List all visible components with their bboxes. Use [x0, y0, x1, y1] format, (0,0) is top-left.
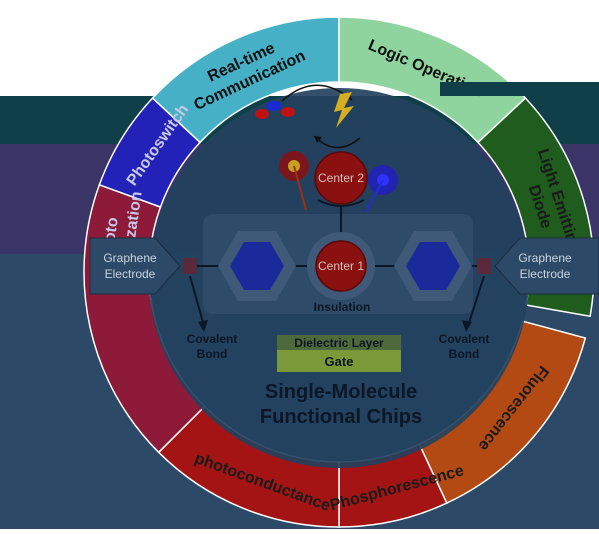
gate-label: Gate	[325, 354, 354, 369]
right-anchor	[477, 258, 491, 274]
title-line-1: Single-Molecule	[265, 381, 417, 403]
ring-segment-photoswitch	[98, 97, 202, 208]
right-electrode-line-1: Graphene	[518, 251, 572, 265]
center-2-underline	[317, 199, 365, 207]
lightning-icon	[334, 92, 354, 128]
left-hexagon	[230, 242, 284, 290]
left-anchor	[183, 258, 197, 274]
molecule-icon-blue	[266, 101, 282, 111]
dielectric-layer	[277, 335, 401, 350]
gate	[277, 350, 401, 372]
right-electrode	[494, 237, 599, 295]
right-bond-arrow	[467, 275, 485, 327]
dielectric-layer-label: Dielectric Layer	[294, 336, 384, 350]
center-1-node	[315, 240, 367, 292]
left-electrode-line-2: Electrode	[105, 267, 156, 281]
molecule-icon-red-2	[281, 107, 295, 117]
left-bond-arrow	[189, 275, 205, 327]
right-hexagon	[406, 242, 460, 290]
insulation-label: Insulation	[314, 300, 371, 314]
left-electrode-line-1: Graphene	[103, 251, 157, 265]
left-electrode	[89, 237, 181, 295]
red-light-stem	[293, 165, 307, 211]
cycle-arrow-bottom-head	[314, 136, 322, 143]
title-line-2: Functional Chips	[260, 406, 422, 428]
blue-light-stem	[365, 179, 384, 213]
left-bond-arrow-head	[198, 320, 208, 332]
right-covalent-bond-line-2: Bond	[449, 347, 480, 361]
center-2-node	[314, 151, 368, 205]
right-bond-arrow-head	[462, 320, 472, 332]
right-covalent-bond-line-1: Covalent	[439, 332, 490, 346]
molecule-icon-red-1	[255, 109, 269, 119]
left-covalent-bond-line-1: Covalent	[187, 332, 238, 346]
glitch-strip	[440, 82, 599, 96]
center-2-label: Center 2	[318, 171, 364, 185]
right-electrode-line-2: Electrode	[520, 267, 571, 281]
left-covalent-bond-line-2: Bond	[197, 347, 228, 361]
center-1-label: Center 1	[318, 259, 364, 273]
